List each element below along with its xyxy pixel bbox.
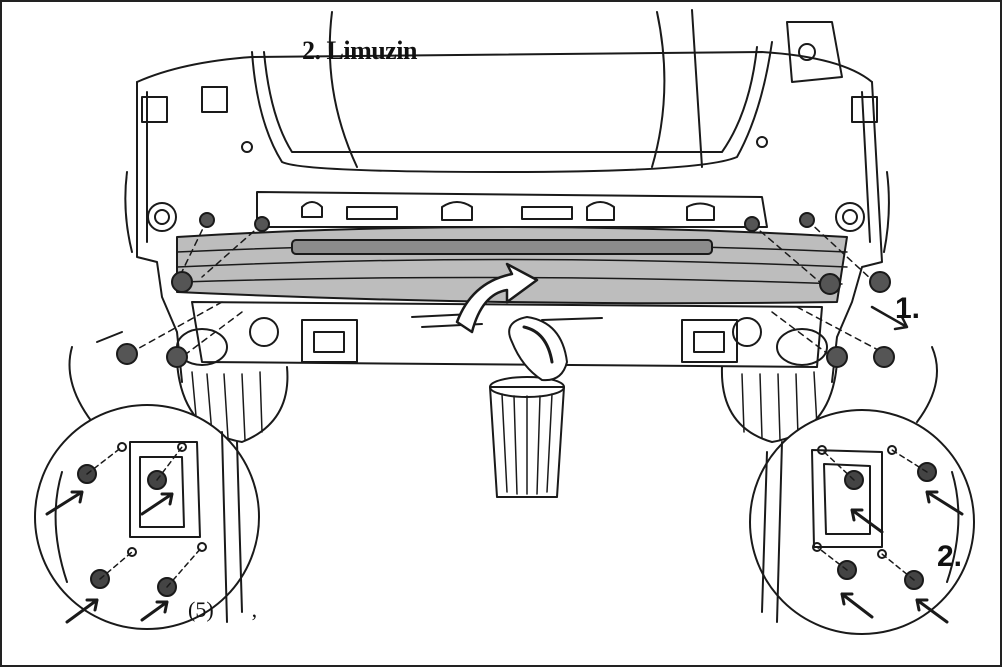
removal-arrow	[455, 262, 539, 334]
car-body-outline	[124, 21, 890, 383]
tailgate-opening	[251, 9, 773, 173]
left-reflector	[147, 202, 177, 232]
page-title: 2. Limuzin	[302, 36, 417, 65]
lower-body	[191, 301, 823, 368]
step-label-1: 1.	[895, 292, 921, 325]
footnote-ref: (5),	[188, 597, 257, 623]
right-reflector	[835, 202, 865, 232]
left-detail-callout	[34, 331, 260, 630]
footnote-punct: ,	[251, 597, 258, 622]
step1-arrow	[870, 305, 909, 331]
tyres	[176, 361, 838, 443]
waste-bin	[489, 316, 568, 498]
bumper-screws	[116, 212, 895, 368]
right-detail-callout	[749, 346, 975, 635]
rear-crossmember	[256, 191, 768, 228]
step-label-2: 2.	[937, 540, 963, 573]
footnote-number: (5)	[188, 597, 214, 622]
tow-mounts	[176, 317, 828, 366]
